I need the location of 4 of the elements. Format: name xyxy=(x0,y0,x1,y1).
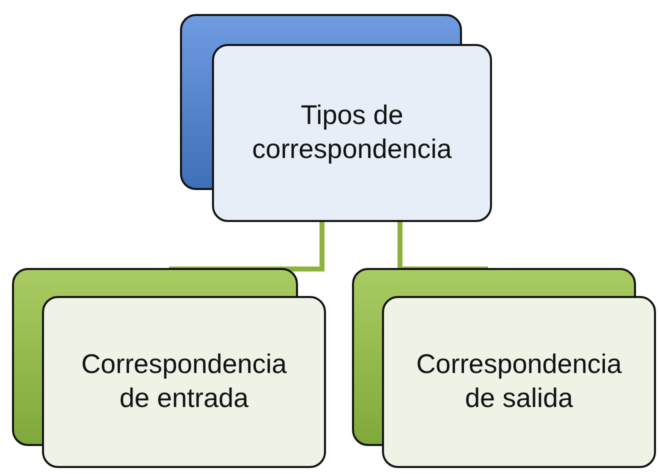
node-text: Tipos de correspondencia xyxy=(251,99,453,166)
node-text: Correspondencia de salida xyxy=(415,348,623,415)
connector-line xyxy=(166,222,324,272)
node-text: Correspondencia de entrada xyxy=(80,348,288,415)
